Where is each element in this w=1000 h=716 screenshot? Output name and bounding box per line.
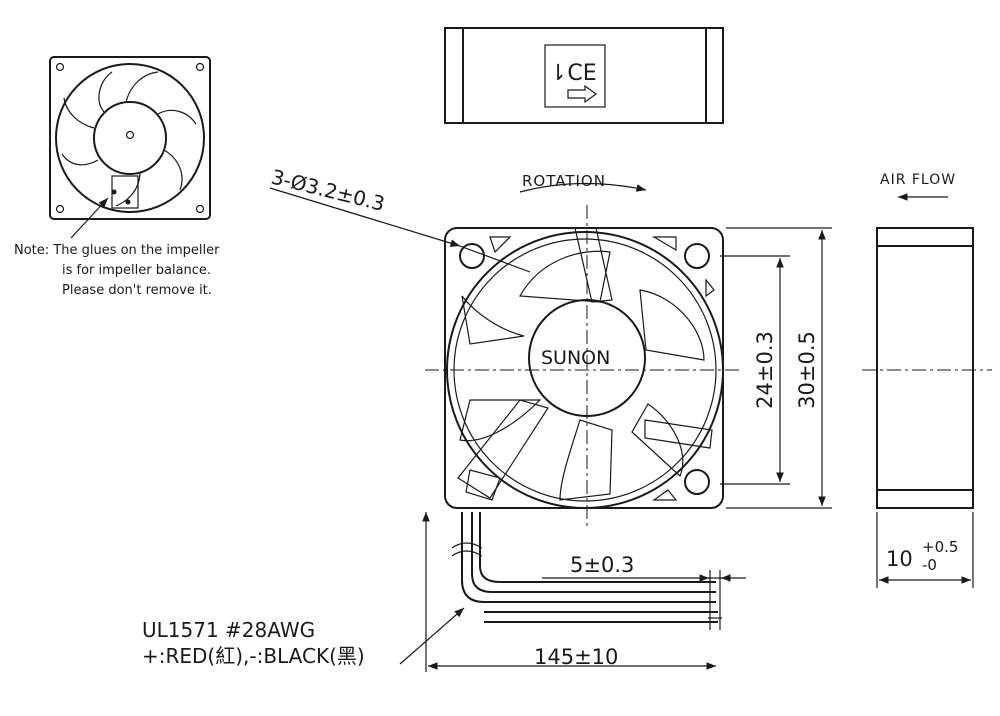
dim-lead-length: 145±10: [534, 645, 618, 669]
note-line-1: Note: The glues on the impeller: [14, 243, 220, 258]
front-view: [425, 205, 740, 530]
note-line-3: Please don't remove it.: [62, 283, 212, 298]
side-view: [862, 227, 992, 588]
dim-strip: 5±0.3: [570, 553, 634, 577]
airflow-label: AIR FLOW: [880, 172, 956, 188]
wire-spec: UL1571 #28AWG: [142, 618, 315, 642]
airflow-arrow-icon: [567, 84, 598, 104]
back-view: [49, 56, 211, 239]
wire-colors: +:RED(紅),-:BLACK(黑): [142, 644, 365, 668]
ce-mark-icon: ⇂CE: [549, 61, 597, 86]
note-line-2: is for impeller balance.: [62, 263, 211, 278]
certification-label: [544, 44, 606, 108]
top-view: ⇂CE: [444, 27, 724, 124]
rotation-arrow-icon: [519, 182, 647, 193]
brand-label: SUNON: [541, 347, 610, 369]
dim-outer: 30±0.5: [795, 331, 819, 409]
dim-depth-tol-lower: -0: [922, 556, 937, 574]
holes-label: 3-Ø3.2±0.3: [269, 165, 387, 216]
rotation-label: ROTATION: [522, 172, 606, 190]
lead-wires: [451, 512, 722, 623]
dim-inner: 24±0.3: [753, 331, 777, 409]
dim-depth: 10: [886, 547, 913, 571]
dim-depth-tol-upper: +0.5: [922, 538, 958, 556]
